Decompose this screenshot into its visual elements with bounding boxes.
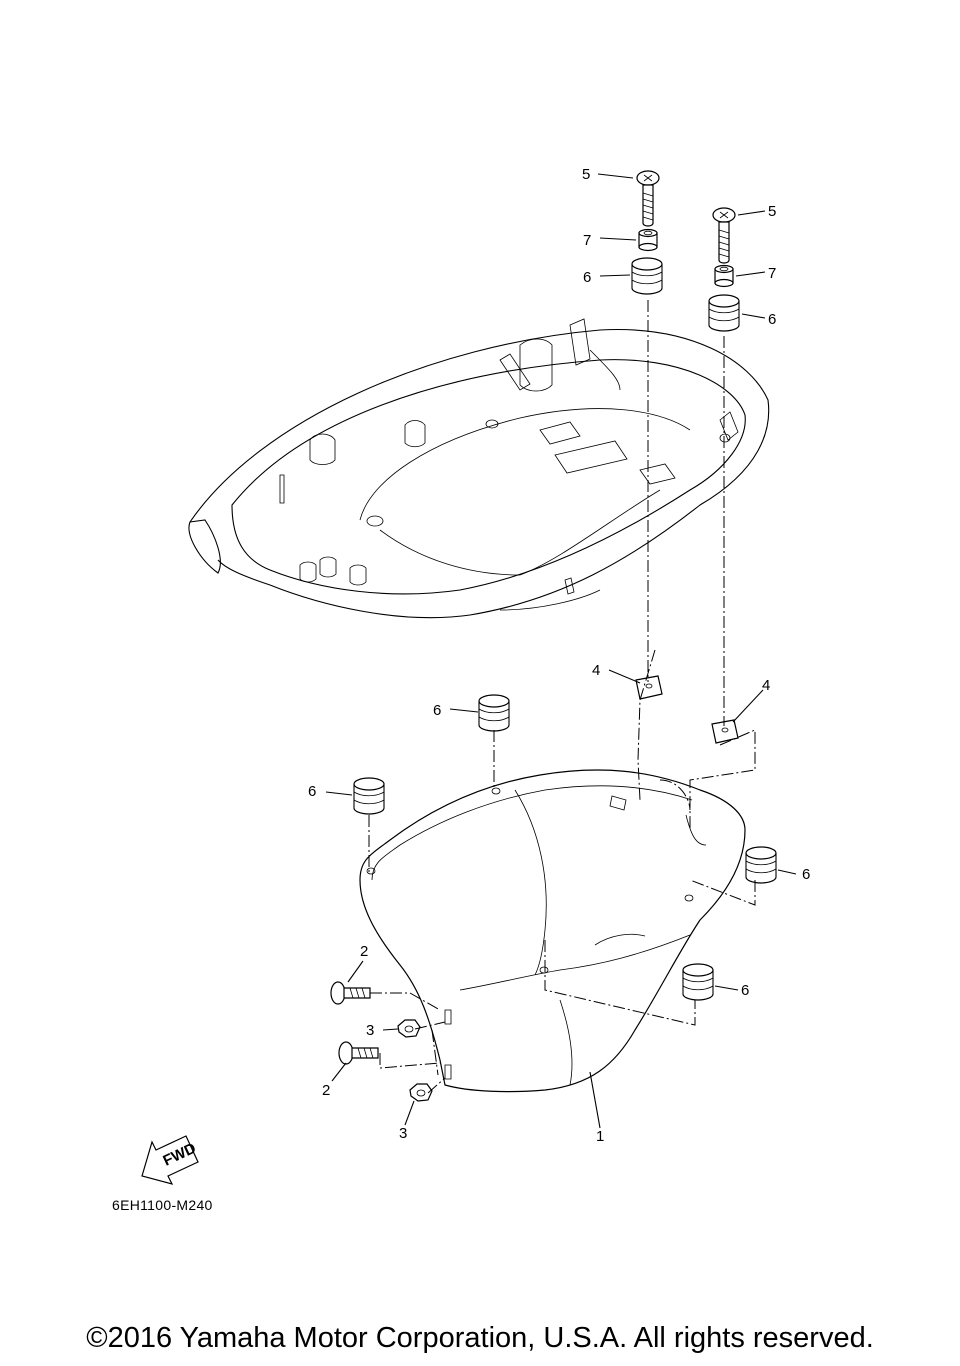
callout-6: 6 <box>583 269 591 286</box>
callout-7: 7 <box>583 232 591 249</box>
leader-lines <box>325 173 797 1129</box>
callout-3: 3 <box>399 1125 407 1142</box>
callout-6: 6 <box>802 866 810 883</box>
nut-part-3 <box>397 1019 433 1102</box>
copyright-notice: ©2016 Yamaha Motor Corporation, U.S.A. A… <box>86 1322 874 1354</box>
bolt-part-5 <box>636 170 736 264</box>
callout-5: 5 <box>768 203 776 220</box>
collar-part-7 <box>638 228 734 288</box>
callout-1: 1 <box>596 1128 604 1145</box>
clip-nut-part-4 <box>635 675 739 744</box>
upper-cowling-outline <box>188 318 770 619</box>
callout-labels: 5 7 6 5 7 6 4 4 6 6 6 6 2 2 3 3 1 <box>308 166 810 1145</box>
callout-5: 5 <box>582 166 590 183</box>
fwd-arrow-icon: FWD <box>141 1135 199 1185</box>
callout-6: 6 <box>433 702 441 719</box>
callout-6: 6 <box>741 982 749 999</box>
callout-2: 2 <box>322 1082 330 1099</box>
bottom-cowling-part-1 <box>359 769 746 1093</box>
callout-6: 6 <box>768 311 776 328</box>
grommet-part-6 <box>353 257 777 1001</box>
callout-3: 3 <box>366 1022 374 1039</box>
diagram-code: 6EH1100-M240 <box>112 1197 213 1213</box>
bolt-part-2 <box>330 981 379 1065</box>
callout-4: 4 <box>592 662 600 679</box>
callout-2: 2 <box>360 943 368 960</box>
callout-4: 4 <box>762 677 770 694</box>
callout-7: 7 <box>768 265 776 282</box>
callout-6: 6 <box>308 783 316 800</box>
assembly-lines <box>368 300 756 1094</box>
